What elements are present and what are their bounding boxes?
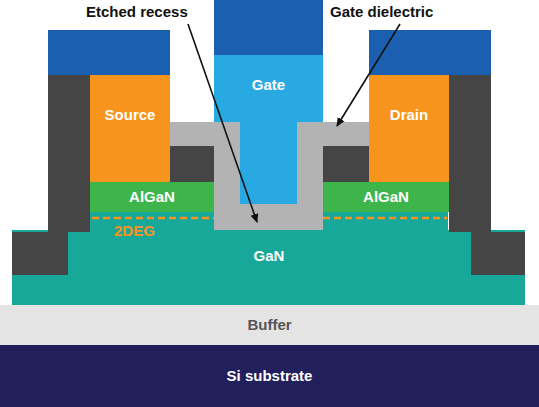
drain-contact <box>369 75 449 182</box>
gan-layer <box>12 230 525 305</box>
passivation <box>170 146 214 182</box>
drain-box: Drain <box>369 95 449 135</box>
algan-box: AlGaN <box>323 182 449 212</box>
gan-box: GaN <box>90 238 448 274</box>
leader-arrow <box>188 24 257 222</box>
layer-label: Buffer <box>247 316 291 333</box>
2deg-line <box>323 217 447 220</box>
layer-label: Source <box>105 106 156 123</box>
buffer-layer <box>0 305 539 345</box>
callout-label: Gate dielectric <box>330 3 433 20</box>
passivation <box>323 146 369 182</box>
layer-label: AlGaN <box>363 188 409 205</box>
layer-label: Drain <box>390 106 428 123</box>
algan-layer <box>90 182 214 212</box>
2deg-label: 2DEG <box>114 222 155 239</box>
gate-box: Gate <box>214 60 323 110</box>
layer-label: AlGaN <box>129 188 175 205</box>
passivation <box>12 58 90 275</box>
source-box: Source <box>90 95 170 135</box>
source-contact <box>90 75 170 182</box>
metal-cap <box>48 30 170 75</box>
algan-layer <box>323 182 449 212</box>
layer-label: Gate <box>252 76 285 93</box>
callout-label: Etched recess <box>86 3 188 20</box>
gate-metal-cap <box>214 0 323 56</box>
buffer-box: Buffer <box>0 305 539 345</box>
gate-stem <box>240 121 297 204</box>
si-substrate-layer <box>0 345 539 407</box>
layer-label: Si substrate <box>227 367 313 384</box>
gate-electrode <box>214 55 323 122</box>
algan-box: AlGaN <box>90 182 214 212</box>
gate-dielectric <box>170 122 369 230</box>
substrate-box: Si substrate <box>0 345 539 407</box>
passivation <box>449 58 525 275</box>
2deg-line <box>92 217 214 220</box>
metal-cap <box>369 30 491 75</box>
layer-label: GaN <box>254 247 285 264</box>
